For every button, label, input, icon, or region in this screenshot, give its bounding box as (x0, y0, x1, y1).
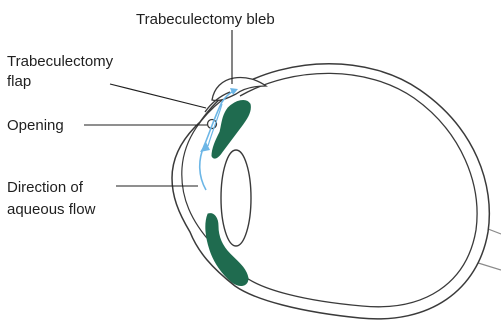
leader-flap (110, 84, 206, 108)
label-direction-of-flow-line2: aqueous flow (7, 201, 96, 218)
label-trabeculectomy-flap-line2: flap (7, 73, 31, 90)
label-trabeculectomy-bleb: Trabeculectomy bleb (136, 11, 275, 28)
label-opening: Opening (7, 117, 64, 134)
label-direction-of-flow-line1: Direction of (7, 179, 84, 196)
lens (221, 150, 251, 246)
label-trabeculectomy-flap-line1: Trabeculectomy (7, 53, 114, 70)
